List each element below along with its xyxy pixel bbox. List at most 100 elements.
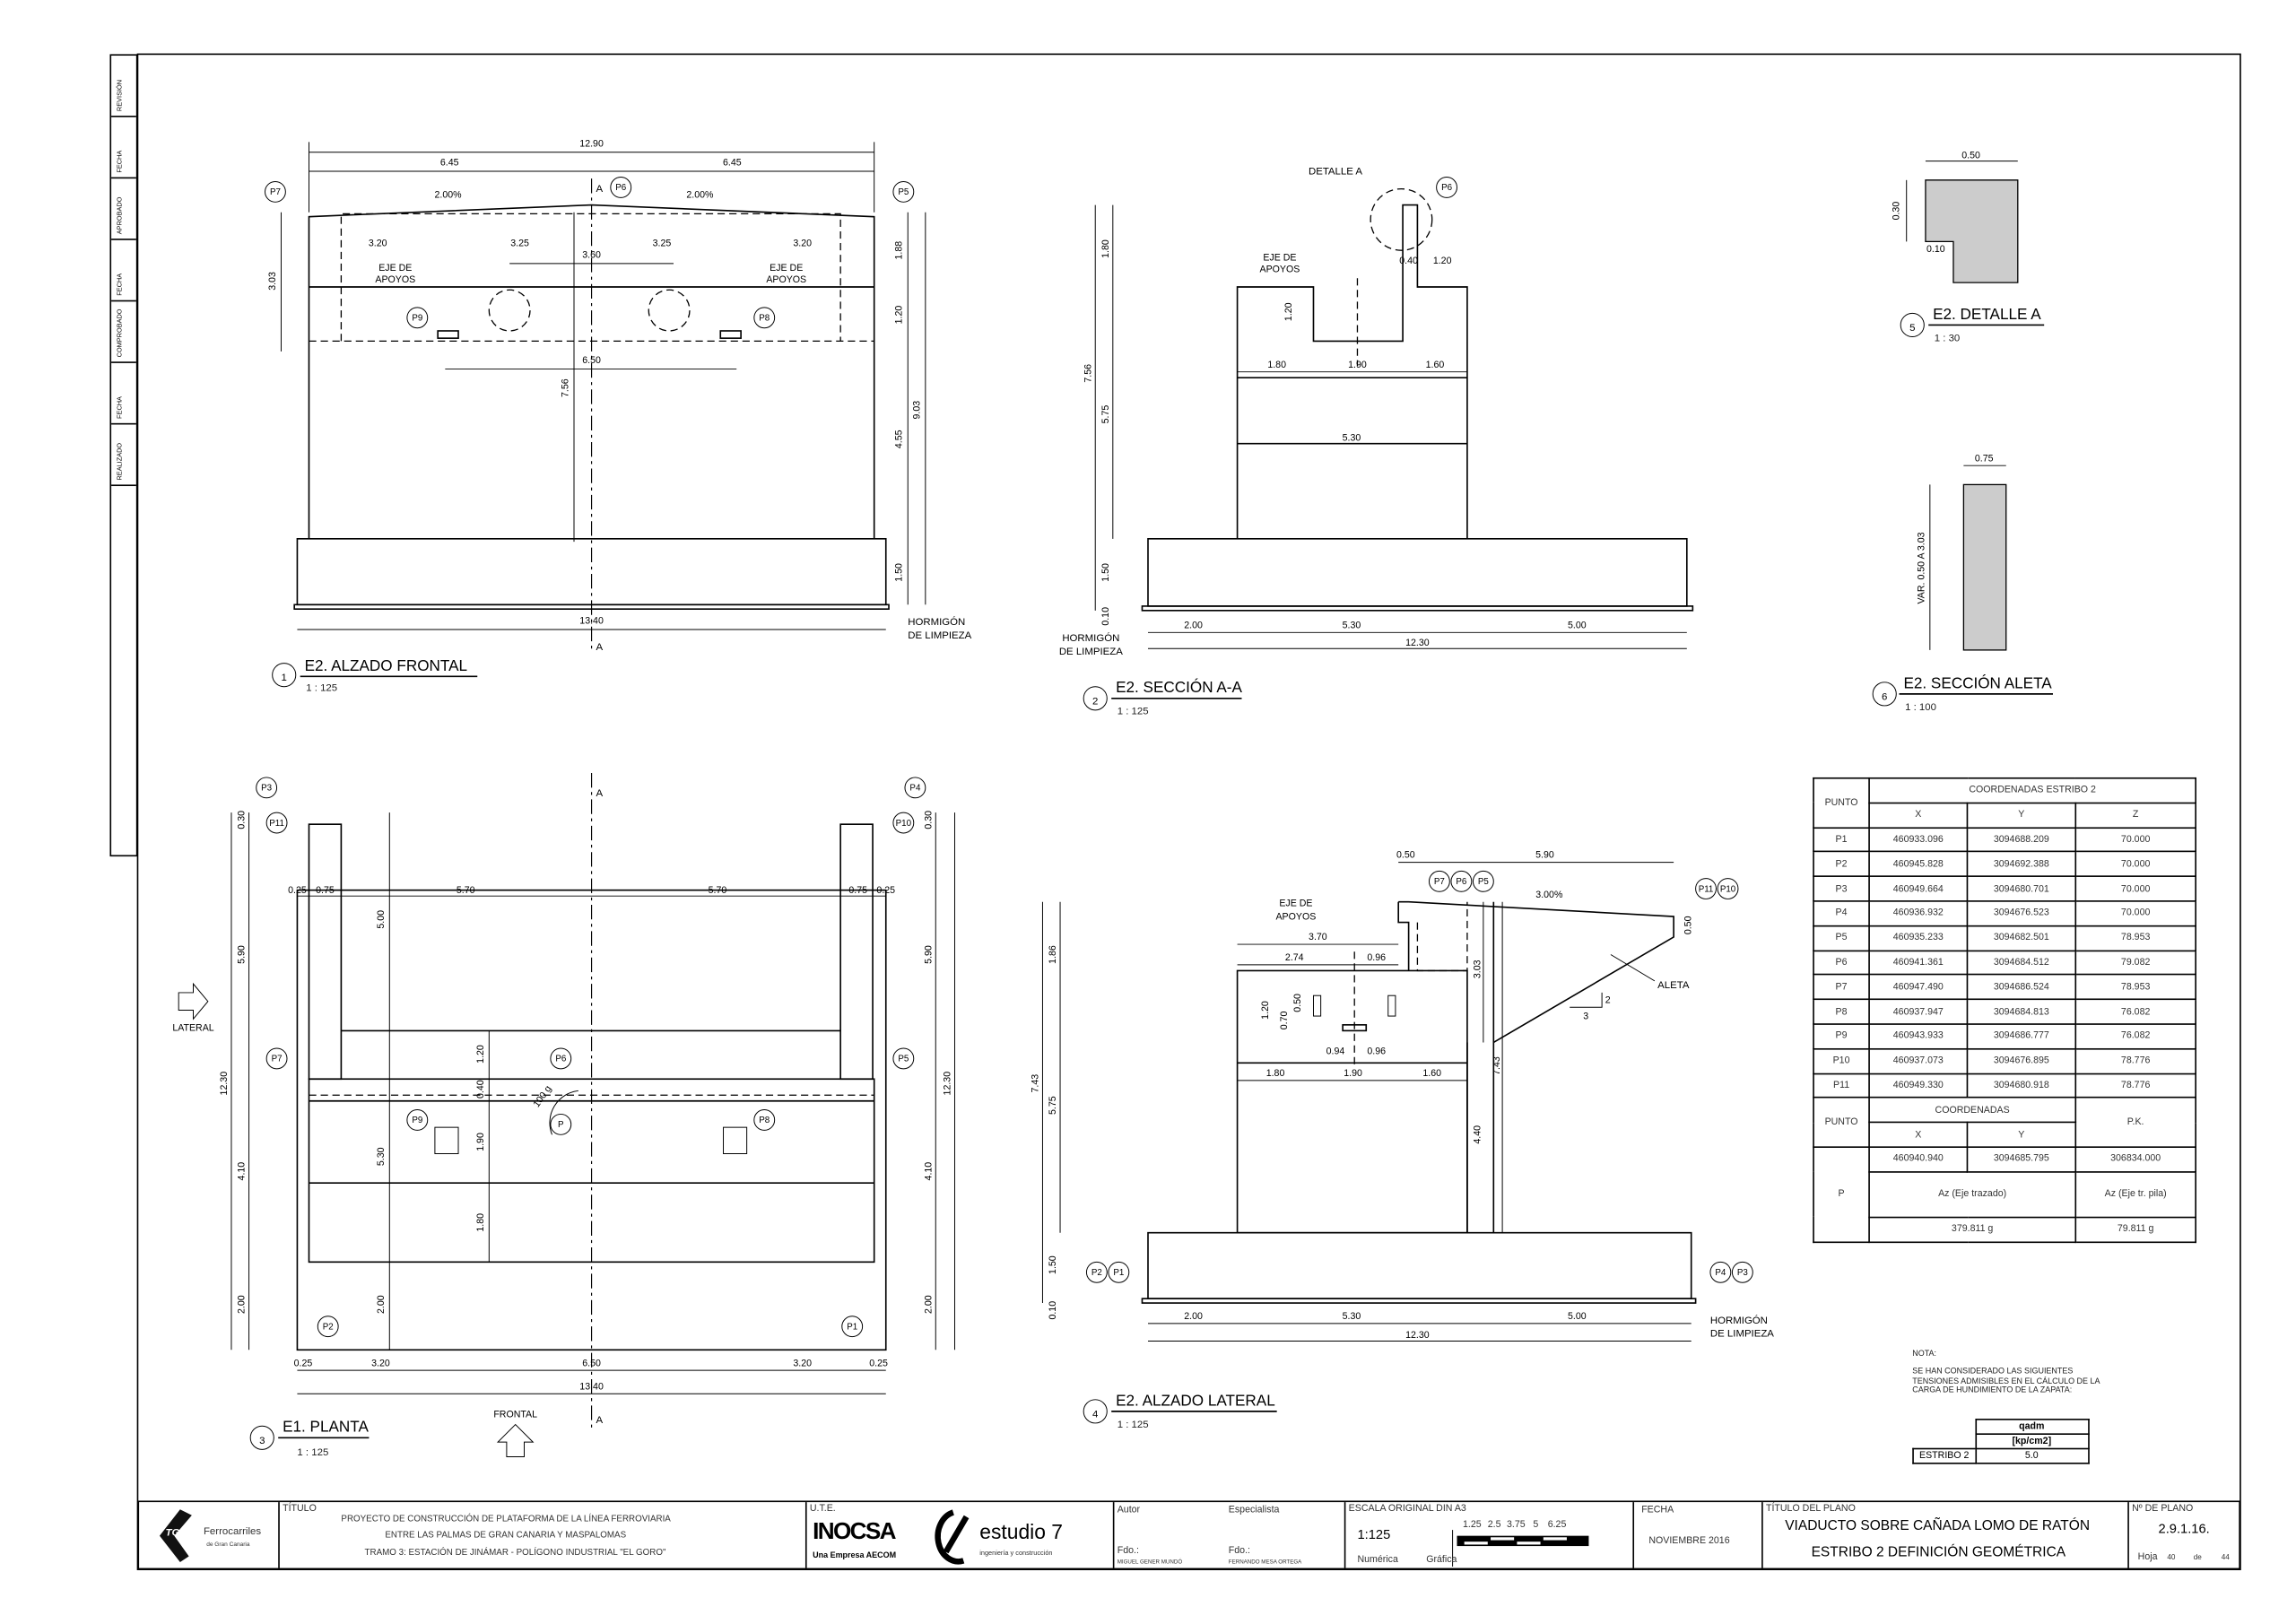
dim-label: 3.20: [793, 238, 812, 248]
dim-label: 5.90: [923, 945, 934, 964]
dim-label: 13.40: [579, 616, 604, 627]
cell: 76.082: [2074, 1023, 2196, 1050]
cell: ESTRIBO 2: [1912, 1447, 1977, 1464]
annotation: APOYOS: [1275, 911, 1316, 922]
dim-label: 0.75: [848, 885, 867, 896]
cell: 379.811 g: [1868, 1216, 2076, 1243]
cell: P: [1813, 1146, 1870, 1243]
graphic-scale-bar: [1452, 1530, 1589, 1567]
point-marker: P9: [412, 314, 422, 324]
bearing-icon: [437, 330, 459, 339]
cell: P5: [1813, 925, 1870, 951]
view-scale: 1 : 100: [1905, 702, 1936, 713]
sheet-border: [136, 53, 2241, 1571]
fecha-value: NOVIEMBRE 2016: [1648, 1535, 1730, 1547]
dim-label: 0.40: [1399, 256, 1418, 266]
logo-name: Ferrocarriles: [203, 1526, 262, 1538]
label: de: [2193, 1553, 2202, 1563]
dim-label: 7.43: [1492, 1056, 1502, 1075]
dim-label: 7.43: [1031, 1074, 1041, 1093]
bearing-icon: [719, 330, 742, 339]
point-marker: P6: [1441, 183, 1453, 193]
dim-label: 0.96: [1367, 952, 1386, 963]
dim-label: 3.03: [267, 272, 278, 291]
header-title: COORDENADAS ESTRIBO 2: [1868, 777, 2196, 803]
cell: 460947.490: [1868, 974, 1969, 1001]
cell: 460940.940: [1868, 1146, 1969, 1173]
view-number: 5: [1909, 323, 1915, 334]
label: Gráfica: [1426, 1554, 1457, 1566]
note-line: TENSIONES ADMISIBLES EN EL CÁLCULO DE LA: [1912, 1376, 2100, 1386]
point-marker: P6: [1456, 877, 1467, 887]
dim-label: 1.50: [1048, 1255, 1058, 1274]
section-mark: A: [596, 642, 603, 653]
annotation: EJE DE: [770, 263, 803, 274]
strip-cell-fecha: FECHA: [111, 240, 136, 302]
dim-label: 3.20: [793, 1358, 812, 1368]
dim-label: 1.80: [1100, 239, 1111, 258]
note-line: SE HAN CONSIDERADO LAS SIGUIENTES: [1912, 1368, 2074, 1377]
dim-label: 7.56: [560, 378, 570, 397]
annotation: LATERAL: [172, 1022, 213, 1033]
cell: 3094686.777: [1966, 1023, 2076, 1050]
cell: P1: [1813, 826, 1870, 853]
fecha-cell: FECHA NOVIEMBRE 2016: [1634, 1502, 1763, 1568]
view-title: E2. DETALLE A: [1933, 305, 2041, 323]
view-alzado-frontal: 12.90 6.45 6.45 3.20 3.25 3.25 3.20 3.60…: [265, 138, 972, 694]
label: TÍTULO: [283, 1503, 317, 1515]
header-y: Y: [1966, 802, 2076, 829]
dim-label: 0.40: [475, 1080, 486, 1099]
titulo-cell: TÍTULO PROYECTO DE CONSTRUCCIÓN DE PLATA…: [280, 1502, 807, 1568]
dim-label: 2.00: [1184, 1311, 1203, 1322]
label: FECHA: [1641, 1505, 1674, 1515]
view-title: E2. SECCIÓN ALETA: [1903, 673, 2052, 691]
tgc-logo-icon: [159, 1509, 192, 1563]
cell: Az (Eje trazado): [1868, 1170, 2076, 1218]
cell: 78.776: [2074, 1073, 2196, 1099]
slope-label: 2.00%: [435, 189, 463, 200]
dim-label: 5.75: [1100, 405, 1111, 424]
point-marker: P6: [555, 1055, 567, 1064]
autor-name: MIGUEL GENER MUNDÓ: [1117, 1559, 1183, 1566]
dim-label: 3: [1583, 1011, 1588, 1021]
dim-label: 6.45: [723, 157, 742, 168]
dim-label: 1.86: [1048, 945, 1058, 964]
dim-label: 4.10: [237, 1162, 248, 1181]
titulo-plano-cell: TÍTULO DEL PLANO VIADUCTO SOBRE CAÑADA L…: [1763, 1502, 2129, 1568]
ute-cell: U.T.E. INOCSA Una Empresa AECOM estudio …: [807, 1502, 1115, 1568]
dim-label: 1.80: [1267, 360, 1286, 370]
dim-label: 5.30: [1343, 432, 1361, 443]
point-marker: P5: [898, 1055, 909, 1064]
point-marker: P7: [270, 187, 281, 197]
point-marker: P1: [1113, 1268, 1124, 1278]
header-pk: P.K.: [2074, 1097, 2196, 1148]
view-scale: 1 : 125: [306, 683, 337, 694]
label: Autor: [1117, 1505, 1141, 1515]
label: Fdo.:: [1228, 1546, 1250, 1557]
header-qadm: qadm: [1974, 1419, 2089, 1435]
point-marker: P2: [1091, 1268, 1102, 1278]
plan-number: 2.9.1.16.: [2158, 1521, 2210, 1536]
dim-label: 0.25: [288, 885, 307, 896]
dim-label: 2.00: [923, 1295, 934, 1314]
dim-label: 2.74: [1285, 952, 1304, 963]
view-number: 3: [259, 1436, 265, 1446]
label: Fdo.:: [1117, 1546, 1139, 1557]
dim-label: 1.20: [894, 306, 905, 325]
header-unit: [kp/cm2]: [1974, 1433, 2089, 1450]
point-marker: P8: [759, 314, 770, 324]
view-number: 6: [1882, 691, 1887, 702]
view-seccion-a-a: 1.80 1.90 1.60 5.30 1.20 0.40 1.20 1.80 …: [1059, 166, 1694, 717]
cell: P10: [1813, 1047, 1870, 1074]
cell: 3094680.701: [1966, 875, 2076, 902]
dim-label: 1.90: [1344, 1068, 1362, 1079]
dim-label: 3.20: [371, 1358, 390, 1368]
dim-label: 6.45: [440, 157, 459, 168]
annotation: DE LIMPIEZA: [1059, 647, 1123, 657]
cell: P9: [1813, 1023, 1870, 1050]
cell: P6: [1813, 949, 1870, 976]
cell: 70.000: [2074, 851, 2196, 878]
